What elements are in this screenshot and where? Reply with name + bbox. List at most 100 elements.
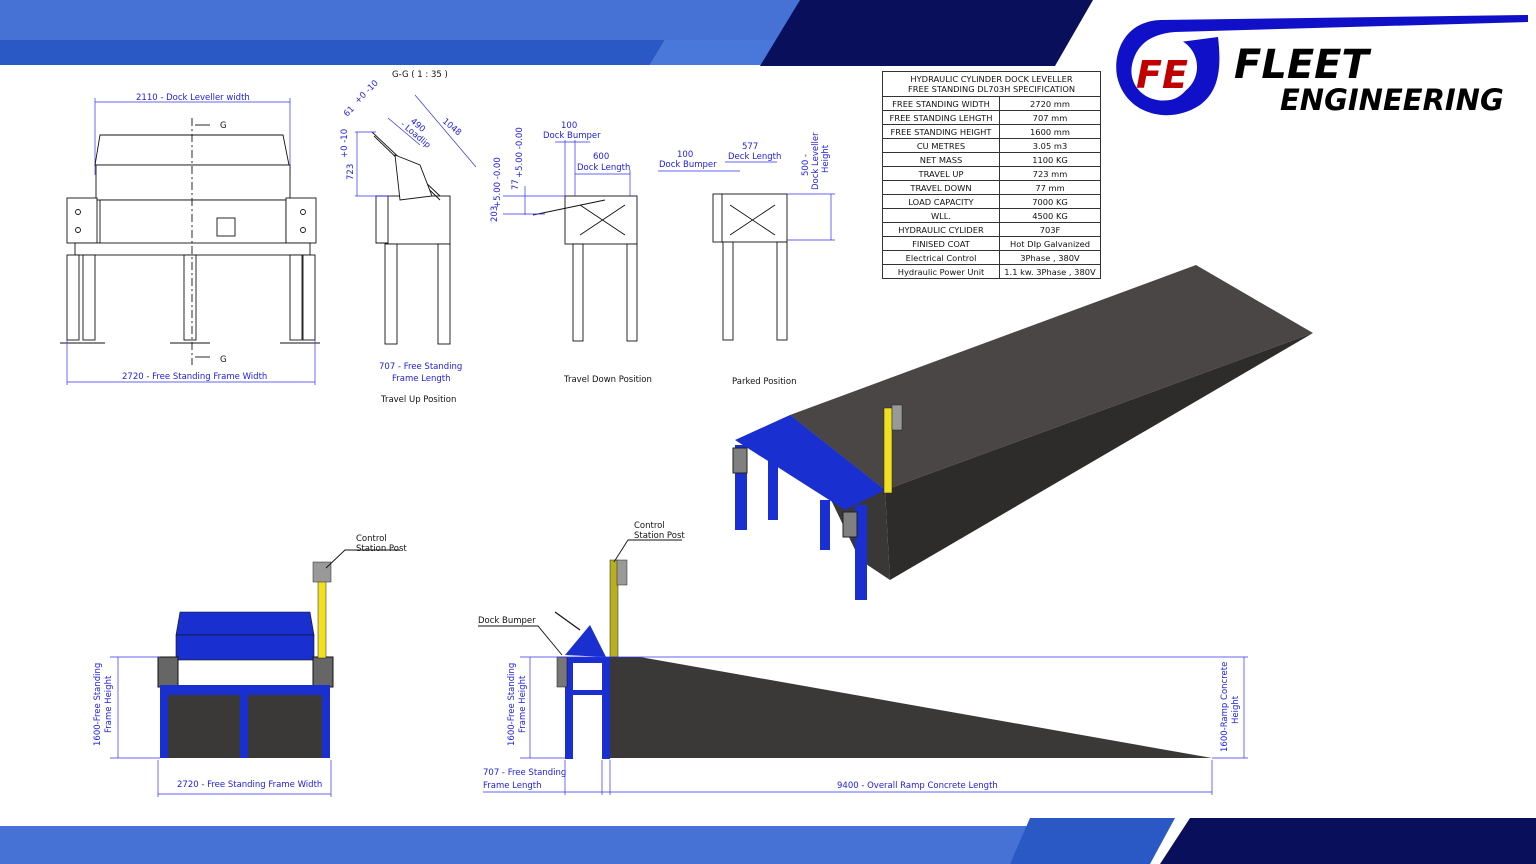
dim-61-tolerance: +0 -10	[353, 78, 381, 106]
travel-down-view: 100 Dock Bumper 600 Dock Length 77 +5.00…	[490, 121, 652, 385]
dim-61: 61	[342, 104, 357, 119]
spec-row: WLL.4500 KG	[882, 208, 1101, 223]
side-height-1: 1600-Free Standing	[507, 663, 517, 746]
footer-bands	[0, 818, 1536, 864]
td-bumper-value: 100	[561, 121, 577, 131]
ramp-height-2: Height	[1231, 695, 1241, 724]
spec-value: 77 mm	[999, 180, 1101, 195]
front-top-dimension: 2110 - Dock Leveller width	[136, 93, 250, 103]
company-logo: FE FLEET ENGINEERING	[1116, 15, 1528, 117]
dim-203: 203	[490, 206, 500, 222]
parked-height-2: Dock Leveller	[811, 132, 821, 190]
side-post-label-2: Station Post	[634, 531, 685, 541]
spec-label: TRAVEL UP	[882, 166, 1000, 181]
spec-value: 703F	[999, 222, 1101, 237]
travel-up-caption: Travel Up Position	[380, 395, 456, 405]
side-3d-view: Control Station Post Dock Bumper 1600-Fr…	[478, 521, 1248, 795]
side-height-2: Frame Height	[518, 675, 528, 733]
parked-height-3: Height	[821, 144, 831, 173]
travel-up-view: 723 +0 -10 61 +0 -10 490 - Loadlip 1048 …	[340, 78, 477, 405]
dim-1048: 1048	[440, 117, 463, 139]
parked-bumper-value: 100	[677, 150, 693, 160]
spec-value: 1100 KG	[999, 152, 1101, 167]
parked-deck-label: Deck Length	[728, 152, 781, 162]
travel-down-caption: Travel Down Position	[563, 375, 652, 385]
section-title: G-G ( 1 : 35 )	[392, 70, 448, 80]
spec-label: WLL.	[882, 208, 1000, 223]
parked-caption: Parked Position	[732, 377, 797, 387]
section-mark-bottom: G	[220, 355, 227, 365]
front-elevation-view: 2110 - Dock Leveller width G G 2720 - Fr…	[60, 93, 320, 385]
side-post-label-1: Control	[634, 521, 665, 531]
logo-sub: ENGINEERING	[1280, 83, 1504, 117]
spec-title-line-1: HYDRAULIC CYLINDER DOCK LEVELLER	[910, 74, 1073, 84]
logo-swoosh-icon	[1116, 15, 1528, 116]
spec-label: LOAD CAPACITY	[882, 194, 1000, 209]
spec-label: Electrical Control	[882, 250, 1000, 265]
spec-title-line-2: FREE STANDING DL703H SPECIFICATION	[907, 84, 1076, 94]
logo-brand: FLEET	[1234, 42, 1371, 88]
logo-monogram: FE	[1136, 53, 1188, 97]
parked-bumper-label: Dock Bumper	[659, 160, 717, 170]
dim-723: 723	[346, 164, 356, 180]
dim-203-tolerance: +5.00 -0.00	[493, 157, 503, 208]
front-height-2: Frame Height	[104, 675, 114, 733]
ramp-height-1: 1600-Ramp Concrete	[1220, 662, 1230, 752]
spec-label: Hydraulic Power Unit	[882, 264, 1000, 279]
spec-value: 723 mm	[999, 166, 1101, 181]
side-length-2: Frame Length	[483, 781, 542, 791]
front-3d-view: Control Station Post 1600-Free Standing …	[93, 534, 407, 797]
front-post-label-2: Station Post	[356, 544, 407, 554]
spec-label: FREE STANDING LEHGTH	[882, 110, 1000, 125]
spec-value: 1600 mm	[999, 124, 1101, 139]
spec-label: CU METRES	[882, 138, 1000, 153]
spec-value: 7000 KG	[999, 194, 1101, 209]
front-width-dim: 2720 - Free Standing Frame Width	[177, 780, 322, 790]
header-bands	[0, 0, 1093, 66]
spec-label: TRAVEL DOWN	[882, 180, 1000, 195]
spec-value: 4500 KG	[999, 208, 1101, 223]
spec-label: FINISED COAT	[882, 236, 1000, 251]
front-bottom-dimension: 2720 - Free Standing Frame Width	[122, 372, 267, 382]
spec-label: NET MASS	[882, 152, 1000, 167]
td-length-label: Dock Length	[577, 163, 630, 173]
spec-value: Hot DIp Galvanized	[999, 236, 1101, 251]
front-post-label-1: Control	[356, 534, 387, 544]
parked-view: 100 Dock Bumper 577 Deck Length 500 - Do…	[658, 132, 835, 387]
spec-label: FREE STANDING HEIGHT	[882, 124, 1000, 139]
td-bumper-label: Dock Bumper	[543, 131, 601, 141]
spec-value: 3Phase , 380V	[999, 250, 1101, 265]
spec-value: 3.05 m3	[999, 138, 1101, 153]
side-bumper-label: Dock Bumper	[478, 616, 536, 626]
spec-value: 707 mm	[999, 110, 1101, 125]
ramp-length-dim: 9400 - Overall Ramp Concrete Length	[837, 781, 998, 791]
isometric-3d-view	[732, 265, 1313, 600]
travel-up-length-dim-2: Frame Length	[392, 374, 451, 384]
spec-value: 1.1 kw. 3Phase , 380V	[999, 264, 1101, 279]
dim-723-tolerance: +0 -10	[340, 129, 350, 158]
front-height-1: 1600-Free Standing	[93, 663, 103, 746]
td-length-value: 600	[593, 152, 609, 162]
spec-value: 2720 mm	[999, 96, 1101, 111]
side-length-1: 707 - Free Standing	[483, 768, 566, 778]
section-mark-top: G	[220, 121, 227, 131]
parked-deck-value: 577	[742, 142, 758, 152]
dim-77-tolerance: +5.00 -0.00	[515, 127, 525, 178]
spec-label: FREE STANDING WIDTH	[882, 96, 1000, 111]
dim-77: 77	[511, 179, 521, 190]
travel-up-length-dim-1: 707 - Free Standing	[379, 362, 462, 372]
spec-label: HYDRAULIC CYLIDER	[882, 222, 1000, 237]
